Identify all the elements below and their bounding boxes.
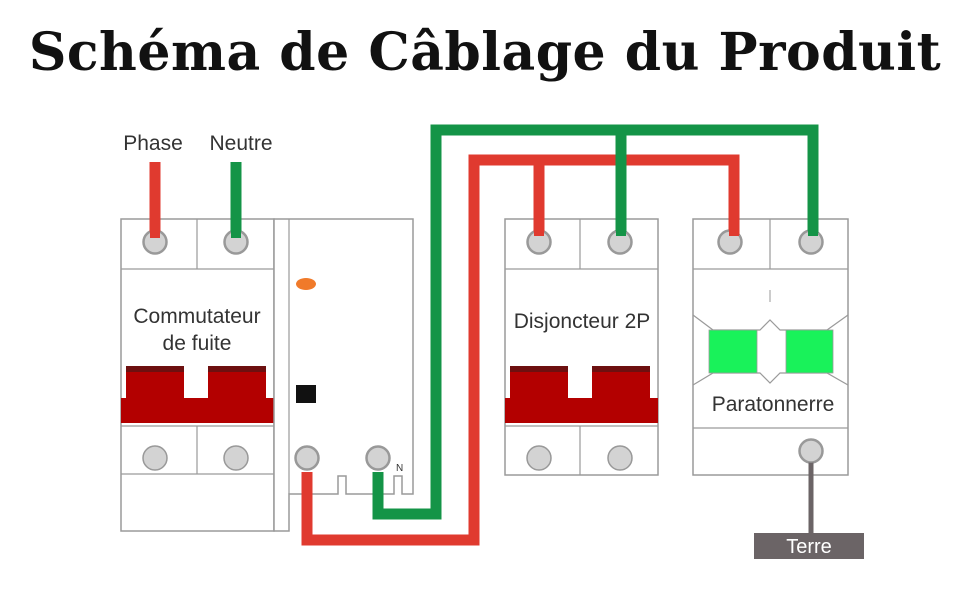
earth-label: Terre <box>786 536 832 558</box>
terminal-screw <box>526 445 552 471</box>
status-indicator-led <box>296 278 316 290</box>
breaker-body <box>504 218 659 476</box>
earth-tag: Terre <box>754 533 864 559</box>
breaker-label: Disjoncteur 2P <box>514 310 651 333</box>
test-button[interactable] <box>296 385 316 403</box>
wire-terminal-overlays <box>143 228 823 470</box>
terminal-screw <box>366 446 390 470</box>
diagram-title: Schéma de Câblage du Produit <box>28 22 942 83</box>
handle-body <box>121 372 274 423</box>
status-window-green <box>708 329 758 374</box>
phase-distribution-wire <box>301 154 740 546</box>
wire-tip <box>729 228 739 236</box>
breaker-handle[interactable] <box>505 366 658 423</box>
leakage-switch: Commutateur de fuite <box>120 218 275 532</box>
wiring <box>149 124 819 546</box>
neutral-terminal-marker: N <box>396 463 403 474</box>
terminal-screw <box>799 439 823 463</box>
test-module-body <box>273 218 414 532</box>
terminal-screw <box>223 445 249 471</box>
handle-top-edge <box>592 366 650 372</box>
handle-top-edge <box>208 366 266 372</box>
leakage-switch-label-line1: Commutateur <box>133 305 260 328</box>
neutral-distribution-wire <box>372 124 819 520</box>
wire-tip <box>150 228 160 238</box>
terminal-screw <box>295 446 319 470</box>
status-window-green <box>785 329 834 374</box>
wire-tip <box>231 228 241 238</box>
wire-tip <box>534 228 544 236</box>
terminal-screw <box>142 445 168 471</box>
surge-arrester: Paratonnerre <box>692 218 849 476</box>
wire-tip <box>616 228 626 236</box>
leakage-test-module: N <box>273 218 414 532</box>
terminal-screw <box>607 445 633 471</box>
circuit-breaker-2p: Disjoncteur 2P <box>504 218 659 476</box>
leakage-switch-handle[interactable] <box>121 366 274 423</box>
leakage-switch-label-line2: de fuite <box>163 332 232 355</box>
handle-body <box>505 372 658 423</box>
handle-top-edge <box>126 366 184 372</box>
handle-top-edge <box>510 366 568 372</box>
wire-tip <box>808 228 818 236</box>
neutral-label: Neutre <box>209 132 272 155</box>
arrester-label: Paratonnerre <box>712 393 835 416</box>
earth-tag-bg <box>754 533 864 559</box>
phase-label: Phase <box>123 132 183 155</box>
